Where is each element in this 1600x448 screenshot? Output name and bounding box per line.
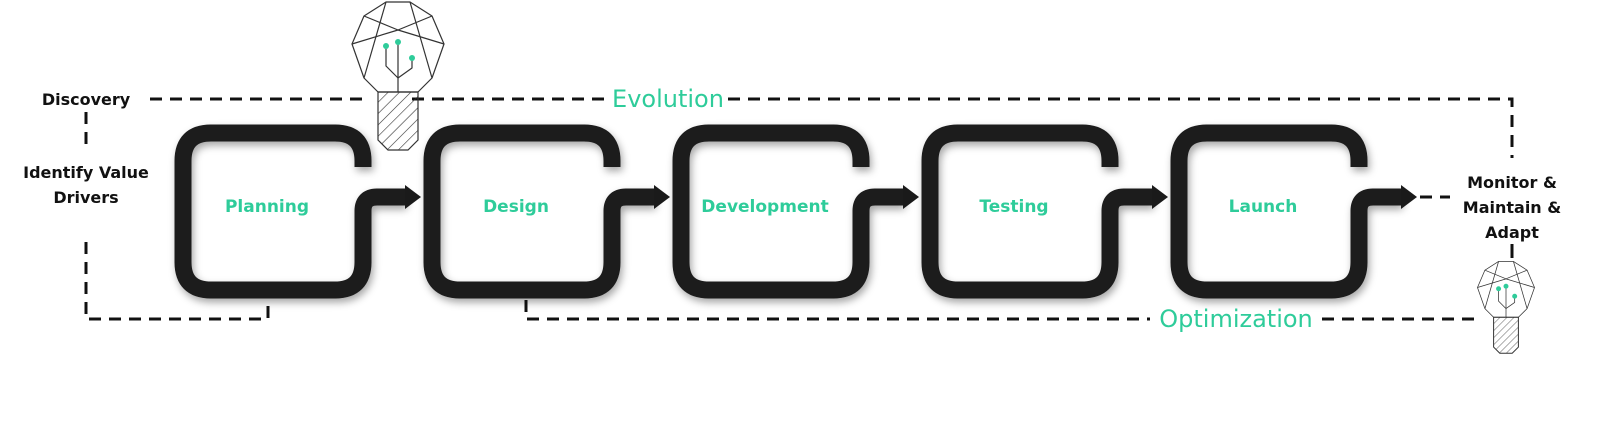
- flow-arrow-icon: [405, 185, 421, 209]
- flow-arrow-icon: [654, 185, 670, 209]
- flow-arrow-icon: [1401, 185, 1417, 209]
- stage-label: Launch: [1229, 197, 1298, 217]
- flow-arrow-icon: [903, 185, 919, 209]
- lightbulb-icon: [351, 1, 445, 151]
- discovery-loop-line: [84, 112, 270, 321]
- stage-label: Development: [701, 197, 828, 217]
- identify-value-drivers-label-line2: Drivers: [53, 188, 118, 207]
- flow-arrow-icon: [1152, 185, 1168, 209]
- stage-frame: [423, 124, 654, 299]
- stage-label: Testing: [979, 197, 1048, 217]
- stage-testing: Testing: [921, 124, 1168, 299]
- discovery-label: Discovery: [42, 90, 131, 109]
- monitor-label-line1: Monitor &: [1467, 173, 1557, 192]
- lightbulb-icon: [1477, 261, 1535, 354]
- stage-frame: [174, 124, 405, 299]
- stage-frame: [1170, 124, 1401, 299]
- stage-development: Development: [672, 124, 919, 299]
- identify-value-drivers-label-line1: Identify Value: [23, 163, 149, 182]
- stage-design: Design: [423, 124, 670, 299]
- stage-label: Design: [483, 197, 549, 217]
- stage-launch: Launch: [1170, 124, 1417, 299]
- monitor-label-line2: Maintain &: [1463, 198, 1561, 217]
- stage-label: Planning: [225, 197, 309, 217]
- optimization-label: Optimization: [1159, 305, 1313, 333]
- evolution-label: Evolution: [612, 85, 724, 113]
- stage-frame: [921, 124, 1152, 299]
- stage-frame: [672, 124, 903, 299]
- stage-planning: Planning: [174, 124, 421, 299]
- optimization-loop-line: [524, 300, 1478, 321]
- stages-layer: Planning Design Development Testing Launch: [174, 124, 1417, 299]
- evolution-loop-line: [150, 97, 1514, 158]
- monitor-label-line3: Adapt: [1485, 223, 1539, 242]
